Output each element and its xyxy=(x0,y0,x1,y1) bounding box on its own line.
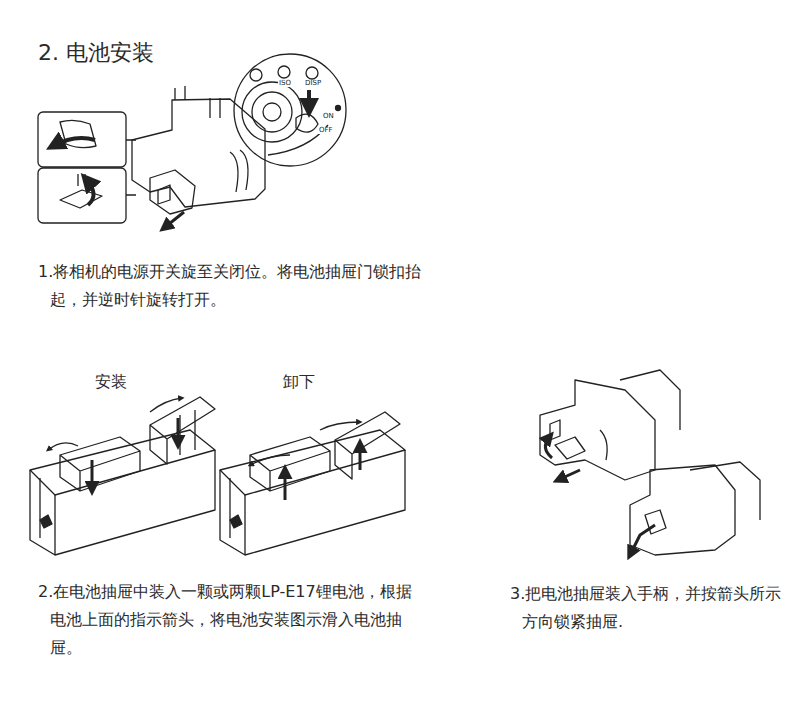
line-art-stroke xyxy=(48,443,78,450)
line-art-stroke xyxy=(250,69,262,81)
line-art-stroke xyxy=(242,82,302,142)
line-art-stroke xyxy=(53,138,95,146)
line-art-stroke xyxy=(545,436,552,458)
line-art-stroke xyxy=(320,422,360,430)
line-art-stroke xyxy=(220,430,405,495)
line-art-stroke xyxy=(132,99,265,207)
line-art-stroke xyxy=(307,90,311,110)
step-text: 2.在电池抽屉中装入一颗或两颗LP-E17锂电池，根据电池上面的指示箭头，将电池… xyxy=(38,578,418,662)
line-art-stroke xyxy=(359,444,362,470)
line-art-stroke xyxy=(296,114,318,132)
line-art-stroke xyxy=(60,190,102,208)
line-art-stroke xyxy=(220,450,405,555)
line-art-stroke xyxy=(550,420,560,440)
line-art-stroke xyxy=(306,67,318,79)
line-art-stroke xyxy=(78,174,85,186)
line-art-stroke xyxy=(284,470,287,500)
line-art-stroke xyxy=(250,455,290,465)
line-art-stroke xyxy=(30,430,215,495)
line-art-stroke xyxy=(91,460,94,490)
line-art-stroke xyxy=(335,412,400,479)
line-art-stroke xyxy=(180,410,195,455)
line-art-stroke xyxy=(250,437,330,491)
line-art-stroke xyxy=(230,515,242,528)
line-art-stroke xyxy=(278,66,290,78)
line-art-stroke xyxy=(40,515,52,528)
battery-grip xyxy=(630,462,760,555)
line-art-stroke xyxy=(558,470,580,480)
dial-label: ISO xyxy=(278,80,292,87)
line-art-stroke xyxy=(38,112,126,167)
line-art-stroke xyxy=(230,150,248,192)
battery-grip xyxy=(132,86,328,228)
dial-label: ON xyxy=(322,113,335,120)
line-art-stroke xyxy=(158,185,170,204)
line-art-stroke xyxy=(336,106,341,111)
line-art-stroke xyxy=(38,168,126,223)
line-art-stroke xyxy=(150,397,215,464)
line-art-stroke xyxy=(690,462,760,520)
battery-drawer xyxy=(30,397,215,555)
section-title: 2. 电池安装 xyxy=(38,40,154,66)
line-art-stroke xyxy=(234,54,346,166)
line-art-stroke xyxy=(263,103,281,121)
dial-label: OFF xyxy=(318,127,334,134)
line-art-stroke xyxy=(555,437,585,459)
line-art-stroke xyxy=(620,370,680,430)
line-art-stroke xyxy=(175,86,220,118)
line-art-stroke xyxy=(630,525,655,555)
step-text: 3.把电池抽屉装入手柄，并按箭头所示方向锁紧抽屉. xyxy=(510,580,784,636)
line-art-stroke xyxy=(630,465,735,555)
line-art-stroke xyxy=(252,92,292,132)
line-art-stroke xyxy=(150,398,182,412)
line-art-stroke xyxy=(60,120,96,147)
line-art-stroke xyxy=(600,430,607,460)
line-art-stroke xyxy=(164,212,184,228)
line-art-stroke xyxy=(177,418,180,444)
line-art-stroke xyxy=(39,478,40,538)
inset-panel xyxy=(38,112,136,223)
line-art-stroke xyxy=(150,170,195,214)
battery-drawer xyxy=(220,412,405,555)
mode-dial xyxy=(234,54,346,166)
battery-grip xyxy=(540,370,680,480)
line-art-stroke xyxy=(30,450,215,555)
step-text: 1.将相机的电源开关旋至关闭位。将电池抽屉门锁扣抬起，并逆时针旋转打开。 xyxy=(38,258,445,314)
line-art-stroke xyxy=(126,140,136,195)
caption-label: 安装 xyxy=(95,372,127,391)
caption-label: 卸下 xyxy=(283,372,315,391)
line-art-stroke xyxy=(60,437,140,491)
line-art-stroke xyxy=(229,478,230,538)
line-art-stroke xyxy=(86,179,94,205)
line-art-stroke xyxy=(540,380,655,480)
dial-label: DISP xyxy=(304,80,322,87)
